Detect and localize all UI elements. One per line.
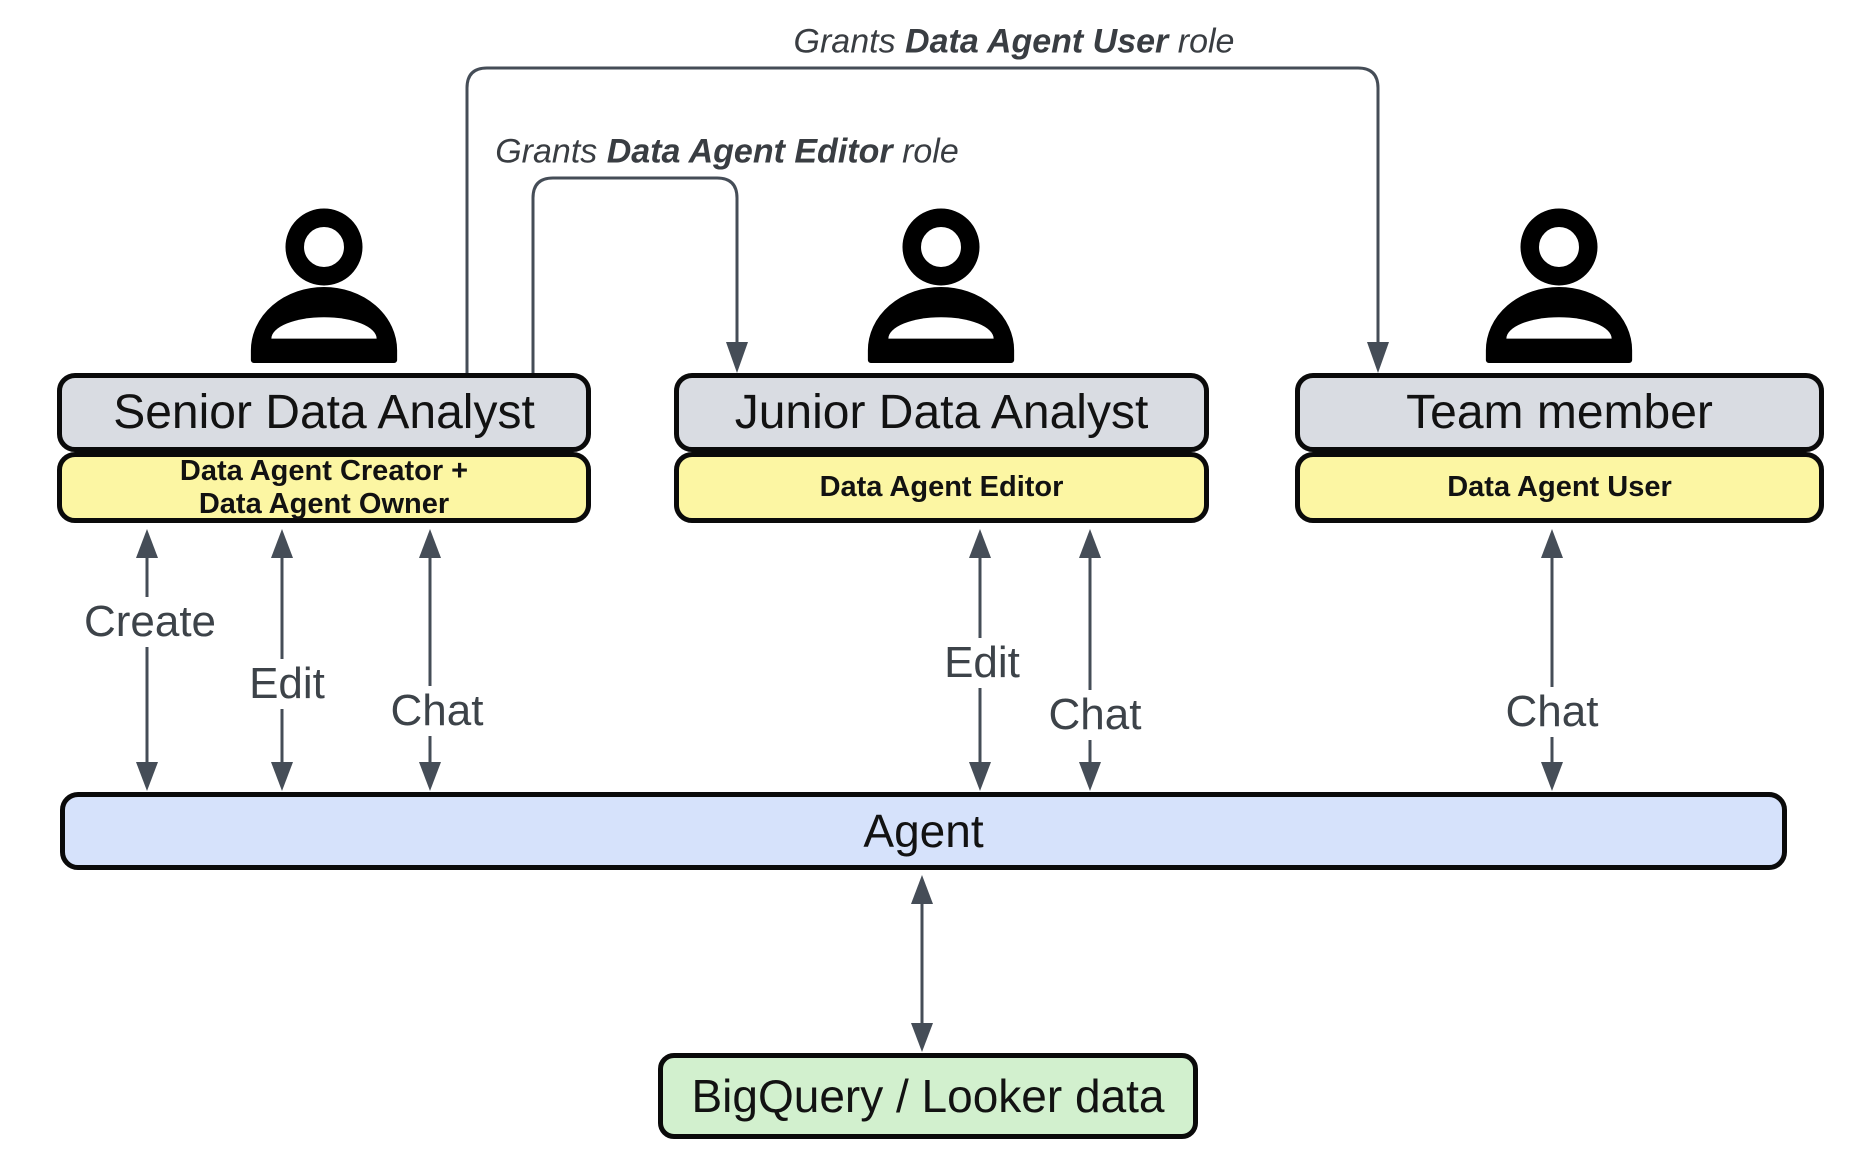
person-icon <box>1485 208 1633 364</box>
role-line: Data Agent Editor <box>819 471 1064 503</box>
agent-bar: Agent <box>60 792 1787 870</box>
grant-user-label: Grants Data Agent User role <box>789 22 1239 62</box>
create-arrow <box>136 529 158 791</box>
role-line: Data Agent Owner <box>198 487 450 520</box>
arrow-label-chat-senior: Chat <box>383 686 491 736</box>
datastore-box: BigQuery / Looker data <box>658 1053 1198 1139</box>
person-title-box-team: Team member <box>1295 373 1824 452</box>
arrow-label-create: Create <box>76 597 224 647</box>
arrow-label-edit-junior: Edit <box>937 638 1027 688</box>
team-chat-arrow <box>1541 529 1563 791</box>
arrow-label-chat-team: Chat <box>1498 687 1606 737</box>
grant-user-arrow <box>465 66 1389 373</box>
role-box-team: Data Agent User <box>1295 452 1824 523</box>
junior-chat-arrow <box>1079 529 1101 791</box>
grant-label-prefix: Grants <box>793 22 896 61</box>
grant-label-role: Data Agent Editor <box>606 132 893 171</box>
arrow-label-chat-junior: Chat <box>1041 690 1149 740</box>
grant-label-suffix: role <box>902 132 959 171</box>
senior-chat-arrow <box>419 529 441 791</box>
role-box-junior: Data Agent Editor <box>674 452 1209 523</box>
grant-editor-label: Grants Data Agent Editor role <box>491 132 963 172</box>
role-box-senior: Data Agent Creator + Data Agent Owner <box>57 452 591 523</box>
agent-datastore-arrow <box>911 875 933 1052</box>
grant-label-prefix: Grants <box>495 132 598 171</box>
role-line: Data Agent User <box>1447 471 1672 503</box>
person-icon <box>250 208 398 364</box>
role-line: Data Agent Creator + <box>179 454 469 487</box>
grant-editor-arrow <box>531 176 748 373</box>
person-title-box-senior: Senior Data Analyst <box>57 373 591 452</box>
person-icon <box>867 208 1015 364</box>
grant-label-suffix: role <box>1177 22 1235 61</box>
grant-label-role: Data Agent User <box>905 22 1169 61</box>
arrow-label-edit-senior: Edit <box>242 659 332 709</box>
person-title-box-junior: Junior Data Analyst <box>674 373 1209 452</box>
